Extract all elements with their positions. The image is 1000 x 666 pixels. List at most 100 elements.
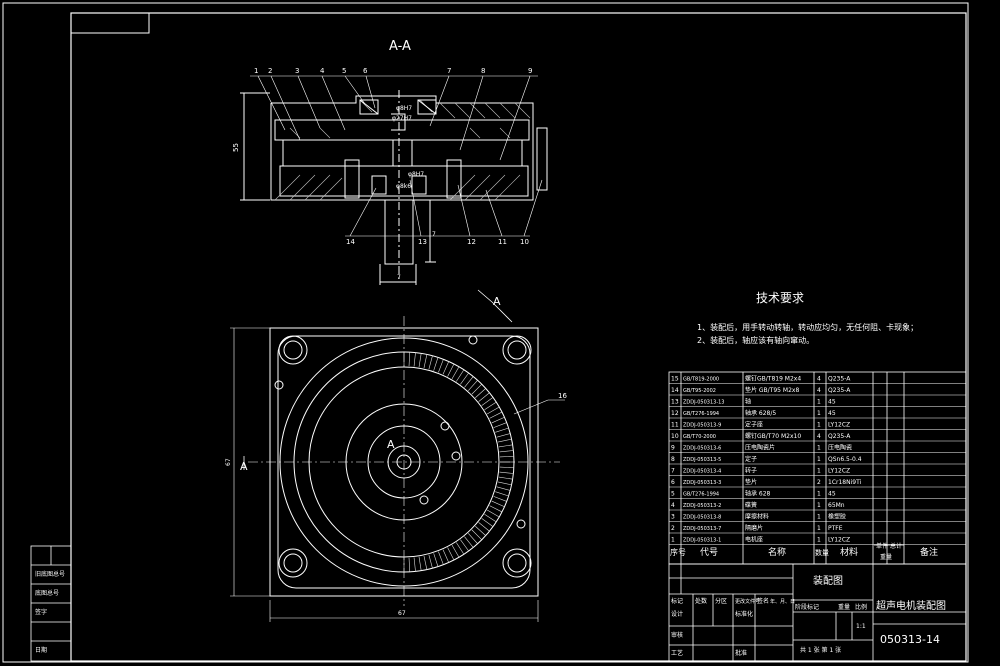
bom-cell-code: GB/T70-2000 [683, 434, 716, 440]
stator-tooth [484, 401, 497, 410]
bom-cell-mat: LY12CZ [828, 537, 850, 544]
callout-16: 16 [558, 392, 567, 400]
callout-leaders-top [250, 75, 543, 237]
bom-cell-no: 10 [671, 433, 679, 440]
bom-cell-no: 7 [671, 468, 675, 475]
stator-tooth [468, 380, 478, 391]
callout-7: 7 [447, 67, 451, 75]
bom-cell-no: 5 [671, 491, 675, 498]
callout-1: 1 [254, 67, 258, 75]
callout-12: 12 [467, 238, 476, 246]
callout-13: 13 [418, 238, 427, 246]
stator-teeth [403, 352, 514, 572]
bom-cell-mat: QSn6.5-0.4 [828, 456, 862, 463]
title-scale: 比例 [855, 603, 867, 611]
stator-tooth [442, 361, 450, 375]
callout-8: 8 [481, 67, 485, 75]
bom-cell-no: 9 [671, 445, 675, 452]
bom-cell-name: 螺钉GB/T819 M2x4 [745, 375, 801, 383]
stator-tooth [456, 369, 465, 382]
title-row1-zone: 分区 [715, 597, 727, 605]
dim-width-vertical: 67 [225, 458, 232, 466]
stator-tooth [475, 388, 486, 398]
bom-cell-mat: 45 [828, 491, 836, 498]
stator-tooth [486, 406, 500, 415]
bom-cell-no: 2 [671, 525, 675, 532]
bom-header-w1: 单件 [876, 542, 888, 550]
tech-note-2: 2、装配后，轴应该有轴向窜动。 [697, 335, 814, 345]
dim-mid1: φ8H7 [408, 171, 424, 178]
stator-tooth [438, 551, 444, 565]
stator-tooth [499, 455, 514, 458]
stator-tooth [423, 354, 428, 369]
bom-cell-code: GB/T95-2002 [683, 388, 716, 394]
stator-tooth [428, 554, 433, 569]
bom-cell-qty: 1 [817, 491, 821, 498]
dim-shaft: 7 [397, 274, 401, 281]
bom-cell-qty: 4 [817, 387, 821, 394]
stator-tooth [433, 553, 439, 567]
bom-cell-name: 垫片 [745, 478, 757, 486]
bom-cell-code: GB/T276-1994 [683, 411, 719, 417]
dim-top2: φ27H7 [392, 115, 412, 122]
title-row1-file: 更改文件号 [735, 598, 760, 605]
bom-cell-mat: PTFE [828, 525, 843, 532]
bom-cell-no: 3 [671, 514, 675, 521]
bom-cell-code: ZDDJ-050313-13 [683, 400, 724, 406]
stator-tooth [464, 536, 474, 548]
title-block-grid [668, 563, 967, 662]
stator-tooth [484, 514, 497, 523]
bom-cell-name: 转子 [745, 467, 757, 475]
bom-header-name: 名称 [768, 546, 786, 558]
title-sheet: 共 1 张 第 1 张 [800, 646, 841, 654]
bom-cell-code: ZDDJ-050313-7 [683, 526, 721, 532]
stator-tooth [451, 366, 460, 380]
plan-view [230, 289, 565, 622]
callout-10: 10 [520, 238, 529, 246]
stator-tooth [460, 372, 469, 385]
stator-tooth [498, 476, 513, 480]
bom-cell-mat: 45 [828, 410, 836, 417]
bom-header-no: 序号 [670, 547, 686, 557]
bom-header-qty: 数量 [815, 548, 829, 557]
bom-cell-name: 轴承 628 [745, 490, 771, 498]
stator-tooth [438, 359, 444, 373]
callout-6: 6 [363, 67, 368, 75]
stator-tooth [499, 450, 514, 453]
title-row1-mark: 标记 [671, 597, 683, 605]
bom-cell-mat: 橡塑胶 [828, 513, 846, 521]
sheet-border-outer [2, 2, 969, 663]
title-drawing-type: 装配图 [813, 574, 843, 587]
stator-tooth [493, 422, 507, 428]
bom-cell-name: 螺钉GB/T70 M2x10 [745, 432, 801, 440]
stator-tooth [464, 376, 474, 388]
section-title: A-A [389, 39, 411, 54]
title-product: 超声电机装配图 [876, 599, 946, 612]
title-stage: 阶段标记 [795, 603, 819, 611]
section-view [240, 90, 548, 285]
stator-tooth [475, 526, 486, 536]
section-mark-left: A [240, 460, 248, 473]
dim-top1: φ8H7 [396, 105, 412, 112]
stator-tooth [495, 491, 509, 497]
stator-tooth [497, 481, 512, 486]
bom-cell-qty: 1 [817, 445, 821, 452]
stator-tooth [489, 505, 503, 513]
stator-tooth [496, 486, 511, 491]
stator-tooth [468, 533, 478, 544]
bom-cell-name: 垫片 GB/T95 M2x8 [745, 386, 799, 394]
stator-tooth [447, 547, 455, 561]
bom-cell-name: 摩擦材料 [745, 513, 769, 521]
bom-cell-mat: 1Cr18Ni9Ti [828, 479, 862, 486]
bom-header-w2: 总计 [890, 542, 902, 550]
title-row1-count: 处数 [695, 597, 707, 605]
left-strip-label-1: 旧底图总号 [35, 570, 65, 578]
bom-cell-no: 12 [671, 410, 679, 417]
bom-header-mat: 材料 [840, 546, 858, 558]
bom-cell-name: 隔磨片 [745, 524, 763, 532]
dim-small: 7 [432, 231, 436, 238]
stator-tooth [428, 355, 433, 370]
bom-cell-code: ZDDJ-050313-6 [683, 446, 721, 452]
